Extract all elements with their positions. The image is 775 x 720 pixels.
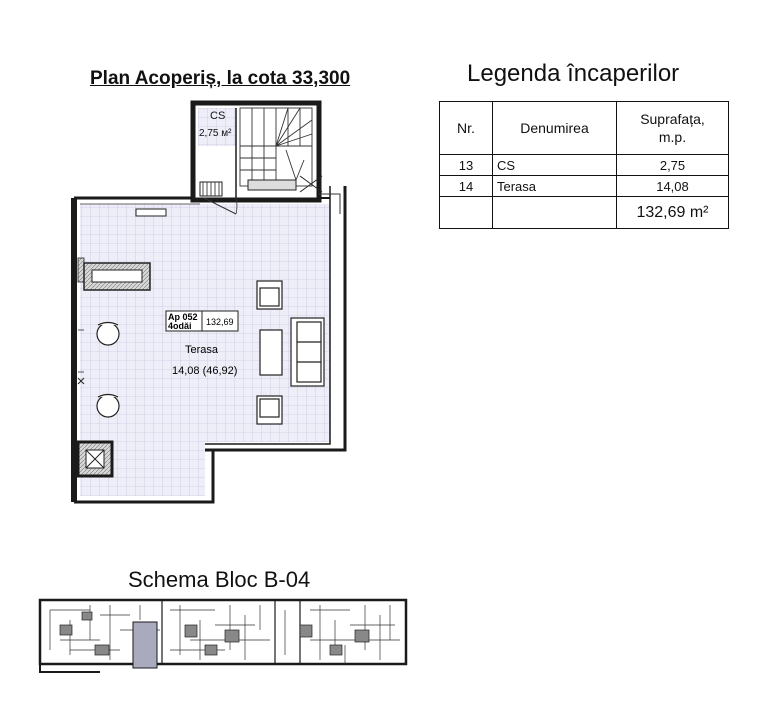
total-empty-cell <box>492 196 617 229</box>
terrace-area: 14,08 (46,92) <box>172 365 237 377</box>
total-empty-cell <box>439 196 493 229</box>
plan-title: Plan Acoperiș, la cota 33,300 <box>90 68 351 89</box>
door-icon <box>203 197 237 215</box>
legend-header-row: Nr. Denumirea Suprafața,m.p. <box>439 101 729 155</box>
row-name: CS <box>492 154 617 176</box>
cs-room: CS 2,75 м² <box>190 100 323 203</box>
total-area: 132,69 m² <box>616 196 729 229</box>
schema-title: Schema Bloc B-04 <box>128 567 311 592</box>
terrace-label: Terasa <box>185 344 219 356</box>
schema-stair-block <box>59 624 73 636</box>
apartment-rooms: 4odăi <box>168 321 192 331</box>
room-legend-table: Nr. Denumirea Suprafața,m.p. 13 CS 2,75 … <box>439 101 729 229</box>
header-area-line: Suprafața, <box>640 111 705 127</box>
header-area-line: m.p. <box>658 129 687 145</box>
row-area: 2,75 <box>616 154 729 176</box>
schema-stair-block <box>354 629 370 643</box>
highlighted-apartment <box>132 621 158 669</box>
cs-area: 2,75 м² <box>199 128 232 139</box>
legend-title: Legenda încaperilor <box>467 60 680 87</box>
cs-label: CS <box>210 110 225 122</box>
coffee-table-icon <box>259 329 283 376</box>
railing <box>135 208 167 217</box>
schema-rooms <box>49 605 400 664</box>
row-area: 14,08 <box>616 175 729 197</box>
schema-stair-block <box>224 629 240 643</box>
schema-stair-block <box>204 644 218 656</box>
vent-icon <box>76 440 114 478</box>
round-table-icon <box>96 321 120 418</box>
row-name: Terasa <box>492 175 617 197</box>
legend-row: 13 CS 2,75 <box>439 154 729 176</box>
schema-stair-block <box>329 644 343 656</box>
schema-stair-block <box>94 644 110 656</box>
legend-total-row: 132,69 m² <box>439 196 729 229</box>
armchair-icon <box>256 280 283 425</box>
apartment-id: Ap 052 <box>168 312 198 322</box>
stairs-icon <box>239 107 313 187</box>
sofa-icon <box>290 317 325 387</box>
schema-stair-block <box>81 611 93 621</box>
apartment-area: 132,69 <box>206 317 234 327</box>
schema-stair-block <box>184 624 198 638</box>
legend-row: 14 Terasa 14,08 <box>439 175 729 197</box>
apartment-label: Ap 052 4odăi 132,69 <box>165 310 239 332</box>
schema-stair-block <box>299 624 313 638</box>
planter-bench <box>83 262 151 291</box>
